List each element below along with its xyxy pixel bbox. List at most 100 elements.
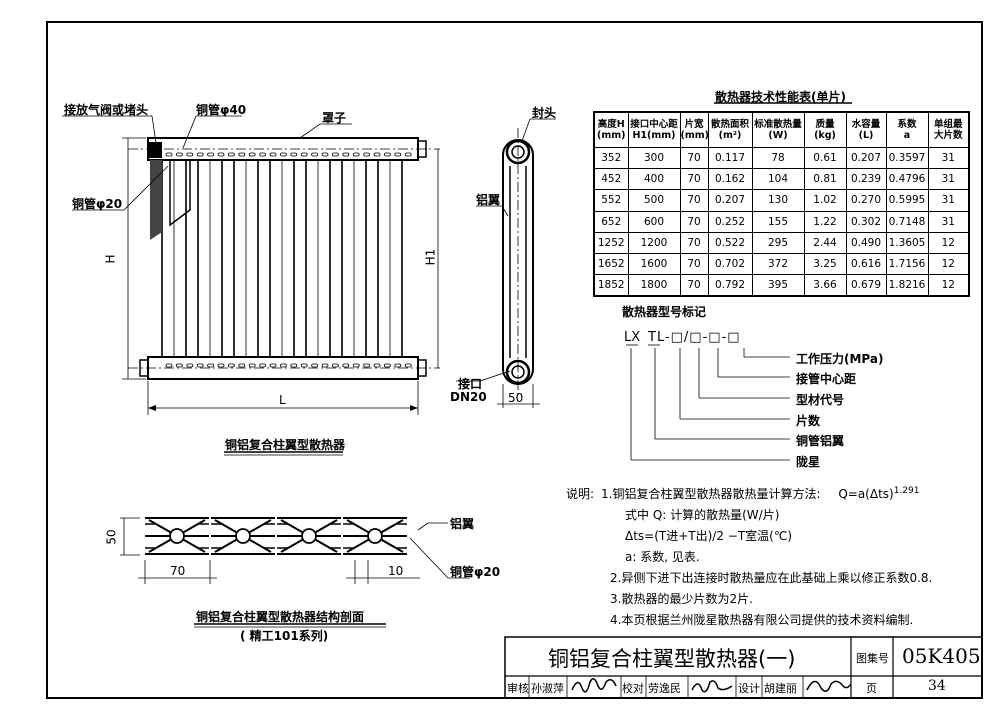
label-cu-pipe-40: 铜管φ40	[196, 103, 247, 117]
slot-hole	[404, 363, 412, 368]
slot-hole	[363, 152, 371, 157]
label-cu-pipe-20: 铜管φ20	[72, 197, 123, 211]
tb-review-label: 审核	[507, 682, 529, 695]
tb-design-label: 设计	[738, 682, 760, 695]
table-cell: 1652	[593, 252, 629, 276]
table-header-line: 大片数	[933, 130, 963, 141]
tb-page-label: 页	[866, 682, 877, 695]
tb-title: 铜铝复合柱翼型散热器(一)	[548, 647, 796, 671]
slot-hole	[227, 363, 235, 368]
table-cell: 0.61	[803, 146, 847, 170]
slot-hole	[186, 152, 194, 157]
label-end-cap: 封头	[532, 106, 557, 120]
tb-check-label: 校对	[622, 682, 644, 695]
table-cell: 78	[751, 146, 805, 170]
slot-hole	[342, 152, 350, 157]
label-vent-valve: 接放气阀或堵头	[64, 103, 149, 117]
title-block	[504, 636, 983, 699]
table-cell: 31	[927, 210, 970, 233]
checker-signature	[691, 680, 733, 693]
slot-hole	[363, 363, 371, 368]
model-item: 接管中心距	[796, 372, 857, 386]
table-cell: 0.5995	[885, 189, 929, 212]
table-cell: 0.792	[707, 274, 753, 297]
tb-atlas-label: 图集号	[856, 652, 889, 665]
table-cell: 0.702	[707, 252, 753, 276]
table-cell: 12	[927, 274, 970, 297]
table-cell: 2.44	[803, 231, 847, 254]
table-cell: 1852	[593, 274, 629, 297]
table-cell: 0.162	[707, 168, 753, 191]
slot-hole	[175, 152, 183, 157]
slot-hole	[165, 152, 173, 157]
slot-hole	[279, 363, 287, 368]
slot-hole	[248, 363, 256, 368]
section-fin-profile	[145, 517, 209, 555]
label-cover: 罩子	[322, 111, 347, 125]
tb-checker: 劳逸民	[648, 682, 681, 695]
table-cell: 0.239	[845, 168, 887, 191]
table-cell: 31	[927, 189, 970, 212]
table-cell: 31	[927, 146, 970, 170]
table-header-line: 质量	[815, 119, 835, 130]
internal-cu-pipe-20	[150, 160, 162, 240]
radiator-side-view	[456, 118, 556, 408]
slot-hole	[165, 363, 173, 368]
vent-valve-block	[148, 142, 162, 158]
table-cell: 70	[679, 231, 709, 254]
note-1: 1.铜铝复合柱翼型散热器散热量计算方法: Q=a(Δts)1.291	[601, 485, 919, 502]
slot-hole	[248, 152, 256, 157]
slot-hole	[269, 152, 277, 157]
slot-hole	[290, 363, 298, 368]
label-dim-H: H	[103, 254, 118, 264]
table-header-line: H1(mm)	[632, 130, 676, 141]
slot-hole	[217, 363, 225, 368]
table-cell: 1.8216	[885, 274, 929, 297]
table-cell: 652	[593, 210, 629, 233]
note-3: 3.散热器的最少片数为2片.	[610, 592, 753, 606]
section-caption: 铜铝复合柱翼型散热器结构剖面	[196, 610, 365, 624]
table-cell: 0.252	[707, 210, 753, 233]
table-cell: 0.207	[845, 146, 887, 170]
table-cell: 12	[927, 252, 970, 276]
main-caption: 铜铝复合柱翼型散热器	[225, 438, 346, 452]
slot-hole	[259, 363, 267, 368]
slot-hole	[259, 152, 267, 157]
table-header-3: 散热面积(m²)	[707, 111, 753, 148]
label-al-fin: 铝翼	[476, 193, 501, 207]
section-dim-10: 10	[388, 564, 404, 578]
table-header-4: 标准散热量(W)	[751, 111, 805, 148]
section-dimensions	[120, 517, 470, 584]
slot-hole	[394, 363, 402, 368]
table-cell: 500	[627, 189, 681, 212]
table-cell: 300	[627, 146, 681, 170]
table-title: 散热器技术性能表(单片)	[715, 90, 846, 104]
table-header-line: (kg)	[814, 130, 836, 141]
table-cell: 0.302	[845, 210, 887, 233]
table-header-line: 高度H	[597, 119, 625, 130]
table-cell: 155	[751, 210, 805, 233]
radiator-section-view	[145, 517, 407, 555]
table-cell: 3.66	[803, 274, 847, 297]
section-series: ( 精工101系列)	[240, 629, 329, 643]
table-header-line: 系数	[897, 119, 917, 130]
note-1c: Δts=(T进+T出)/2 −T室温(℃)	[625, 529, 793, 543]
table-cell: 70	[679, 252, 709, 276]
model-code-tl: TL-□/□-□-□	[648, 330, 741, 345]
slot-hole	[373, 152, 381, 157]
table-cell: 70	[679, 168, 709, 191]
note-1-formula: Q=a(Δts)	[838, 487, 894, 501]
note-4: 4.本页根据兰州陇星散热器有限公司提供的技术资料编制.	[610, 613, 914, 627]
table-header-line: 接口中心距	[630, 119, 678, 130]
model-code-leaders	[626, 344, 790, 461]
table-cell: 295	[751, 231, 805, 254]
model-item: 型材代号	[796, 393, 845, 407]
table-cell: 0.4796	[885, 168, 929, 191]
